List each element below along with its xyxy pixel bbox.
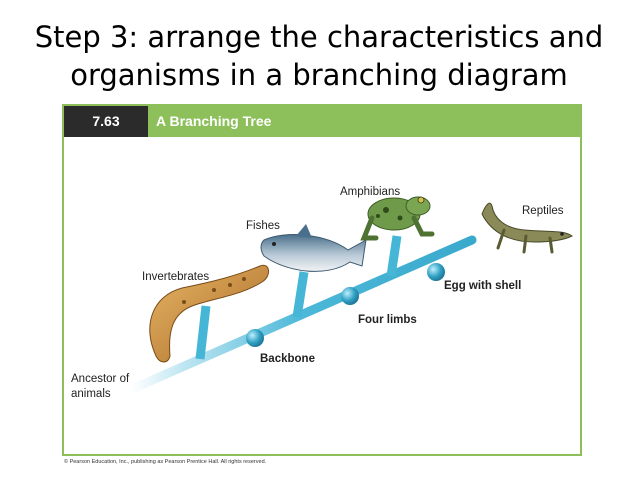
- label-ancestor-line-2: animals: [71, 388, 111, 400]
- node-four-limbs: [341, 287, 359, 305]
- copyright-credit: © Pearson Education, Inc., publishing as…: [64, 459, 266, 465]
- figure-panel: 7.63 A Branching Tree: [62, 104, 582, 456]
- label-reptiles: Reptiles: [522, 205, 564, 217]
- branch-invertebrates: [200, 306, 206, 359]
- branch-amphibians: [391, 236, 397, 276]
- branching-tree-diagram: Ancestor of animals Invertebrates Fishes…: [64, 106, 580, 454]
- node-backbone: [246, 329, 264, 347]
- label-amphibians: Amphibians: [340, 186, 400, 198]
- amphibian-illustration: [364, 197, 432, 238]
- slide-title-line-2: organisms in a branching diagram: [0, 56, 638, 94]
- node-egg-with-shell: [427, 263, 445, 281]
- slide-title-line-1: Step 3: arrange the characteristics and: [0, 18, 638, 56]
- slide-title: Step 3: arrange the characteristics and …: [0, 18, 638, 94]
- label-egg-with-shell: Egg with shell: [444, 280, 521, 292]
- label-backbone: Backbone: [260, 353, 315, 365]
- label-four-limbs: Four limbs: [358, 314, 417, 326]
- label-ancestor-line-1: Ancestor of: [71, 373, 130, 385]
- label-invertebrates: Invertebrates: [142, 271, 209, 283]
- label-fishes: Fishes: [246, 220, 280, 232]
